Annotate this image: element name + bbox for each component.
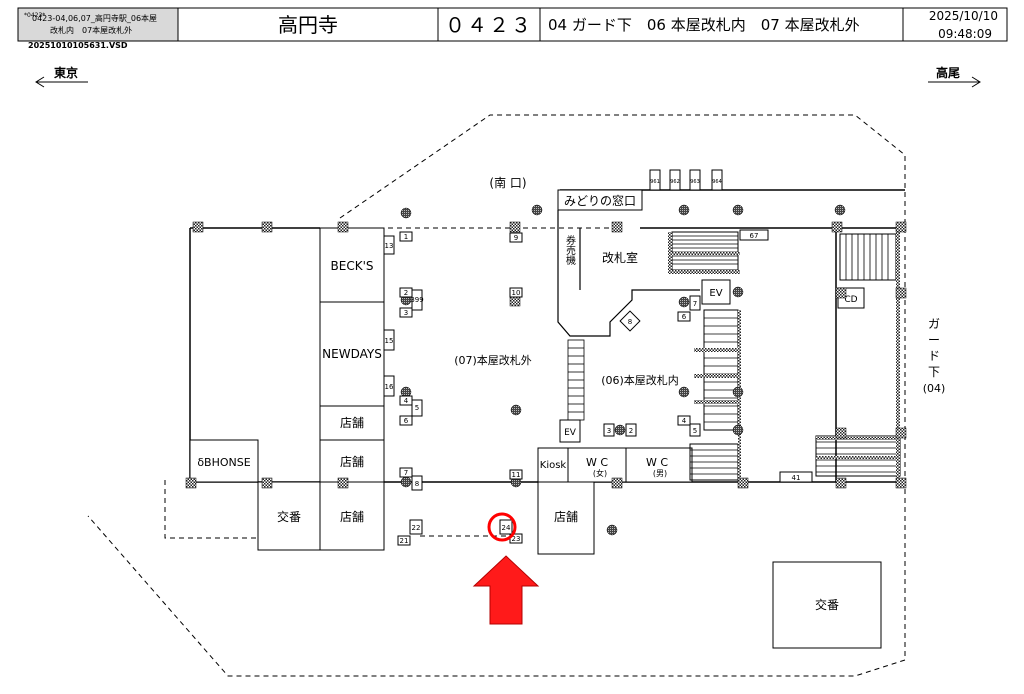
marker-r4: 4 [682, 417, 687, 425]
marker-21: 21 [400, 537, 409, 545]
shop-block [189, 227, 385, 551]
marker-22: 22 [412, 524, 421, 532]
area-list: 04 ガード下 06 本屋改札内 07 本屋改札外 [548, 16, 860, 34]
wc-female-sub: (女) [593, 468, 607, 478]
wc-male-sub: (男) [653, 469, 667, 478]
header-bar: *0423* 0423-04,06,07_高円寺駅_06本屋 改札内 07本屋改… [17, 7, 1008, 50]
marker-13: 13 [385, 242, 394, 250]
elevator-upper [701, 279, 731, 305]
marker-2: 2 [404, 289, 408, 297]
shop-center [537, 481, 595, 555]
marker-963: 963 [690, 179, 700, 185]
file-title-line1: 0423-04,06,07_高円寺駅_06本屋 [32, 13, 157, 23]
shop-becks: BECK'S [331, 259, 374, 273]
shop-label-3: 店舗 [340, 510, 364, 524]
columns [185, 221, 907, 533]
marker-r8: 8 [628, 318, 632, 326]
midori-box [557, 189, 643, 211]
outside-gate-label: (07)本屋改札外 [454, 353, 532, 367]
ticket-office-walls [557, 210, 700, 337]
tiny-code: *0423* [24, 12, 45, 19]
print-date: 2025/10/10 [929, 9, 998, 23]
marker-1: 1 [404, 233, 408, 241]
direction-tokyo: 東京 [35, 65, 88, 88]
marker-11: 11 [512, 471, 521, 479]
cd-label: CD [844, 295, 857, 305]
shop-bhonse: δBHONSE [197, 456, 250, 469]
marker-67: 67 [750, 232, 759, 240]
direction-tokyo-label: 東京 [54, 65, 78, 80]
guard-label: ガ ー ド 下 (04) [923, 317, 946, 395]
shop-label-1: 店舗 [340, 416, 364, 430]
marker-961: 961 [650, 179, 660, 185]
guard-4: 下 [928, 365, 940, 379]
marker-7: 7 [404, 469, 408, 477]
marker-4: 4 [404, 397, 409, 405]
marker-23: 23 [512, 535, 521, 543]
ticket-office-label: 改札室 [602, 250, 638, 265]
marker-6: 6 [404, 417, 409, 425]
wc-female: W C [586, 456, 608, 469]
file-title-line2: 改札内 07本屋改札外 [50, 25, 132, 35]
marker-9: 9 [514, 234, 518, 242]
koban-box [772, 561, 882, 649]
station-name: 高円寺 [278, 13, 338, 37]
guard-2: ー [928, 333, 940, 347]
marker-r2: 2 [629, 427, 633, 435]
marker-10: 10 [512, 289, 521, 297]
direction-takao: 高尾 [928, 65, 981, 88]
kiosk-wc-block [537, 447, 693, 483]
direction-takao-label: 高尾 [936, 65, 960, 80]
koban-left: 交番 [277, 509, 301, 524]
south-exit-label: (南 口) [489, 175, 526, 190]
stairs [671, 231, 901, 481]
crosswalk [567, 339, 585, 421]
marker-5: 5 [415, 404, 419, 412]
ticket-machine-1: 券売機 [564, 234, 576, 266]
marker-r6: 6 [682, 313, 687, 321]
wc-male: W C [646, 456, 668, 469]
koban-right: 交番 [815, 597, 839, 612]
kiosk-label: Kiosk [540, 460, 567, 471]
shop-label-4: 店舗 [554, 510, 578, 524]
marker-8: 8 [415, 480, 419, 488]
walls [189, 189, 905, 483]
midori-label: みどりの窓口 [564, 193, 636, 208]
target-arrow [472, 555, 540, 625]
ev-label-upper: EV [709, 288, 722, 299]
filename: 20251010105631.VSD [28, 41, 128, 50]
round-pillars [400, 204, 846, 536]
print-time: 09:48:09 [938, 27, 992, 41]
shop-label-2: 店舗 [340, 455, 364, 469]
marker-24: 24 [502, 524, 511, 532]
marker-r5: 5 [693, 427, 697, 435]
guard-1: ガ [928, 317, 940, 331]
marker-41: 41 [792, 474, 801, 482]
guard-3: ド [928, 349, 940, 363]
marker-r3: 3 [607, 427, 611, 435]
shop-newdays: NEWDAYS [322, 347, 382, 361]
marker-15: 15 [385, 337, 394, 345]
marker-964: 964 [712, 179, 722, 185]
marker-r7: 7 [693, 300, 697, 308]
target-highlight-circle [487, 512, 517, 542]
marker-3: 3 [404, 309, 408, 317]
station-code: ０４２３ [445, 13, 533, 37]
ev-label-lower: EV [564, 428, 577, 438]
inside-gate-label: (06)本屋改札内 [601, 373, 679, 387]
marker-16: 16 [385, 383, 394, 391]
location-markers: 1 13 9 2 399 3 10 15 16 4 5 6 7 8 11 21 … [383, 169, 813, 546]
marker-962: 962 [670, 179, 680, 185]
guard-code: (04) [923, 382, 946, 395]
marker-399: 399 [410, 296, 423, 304]
